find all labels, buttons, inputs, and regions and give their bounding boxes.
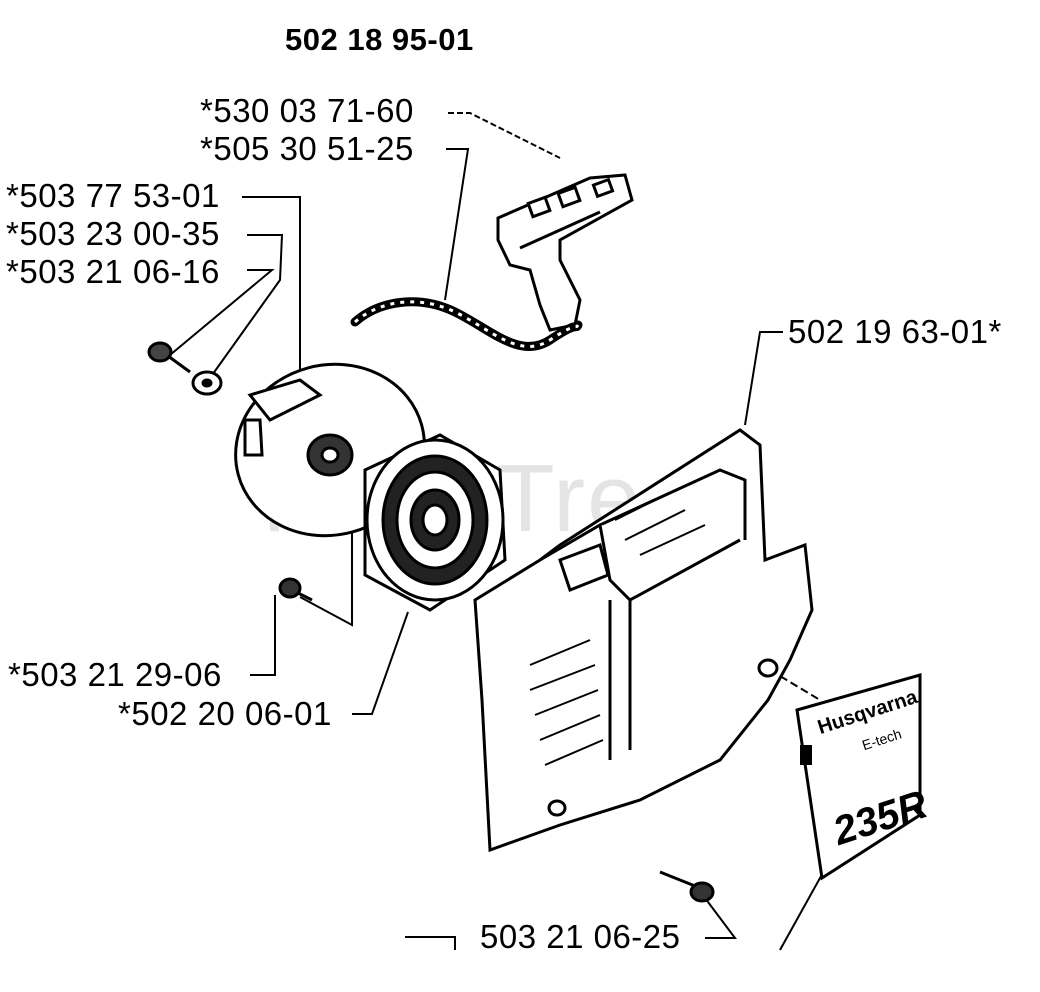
decal-illustration: [795, 673, 922, 881]
leader-center-screw: [169, 269, 275, 356]
label-pulley: *503 77 53-01: [6, 177, 220, 214]
leader-recoil-spring: [352, 611, 409, 715]
center-screw-illustration: [147, 341, 191, 374]
label-handle-grip: *530 03 71-60: [200, 92, 414, 129]
recoil-spring-illustration: [363, 433, 507, 612]
leader-pulley: [242, 196, 301, 395]
leader-starter-housing: [744, 331, 783, 426]
leader-decal-mount: [769, 669, 821, 701]
starter-housing-illustration: [473, 428, 814, 853]
leader-washer: [209, 234, 284, 379]
washer-illustration: [191, 370, 223, 396]
label-center-screw: *503 21 06-16: [6, 253, 220, 290]
label-starter-rope: *505 30 51-25: [200, 130, 414, 167]
leader-lines: [169, 112, 831, 951]
label-housing-screw: *503 21 29-06: [8, 656, 222, 693]
leader-housing-screw: [250, 595, 276, 676]
leader-extra: [405, 936, 456, 950]
leader-starter-rope: [444, 148, 470, 301]
starter-handle-illustration: [496, 173, 634, 332]
leader-housing-screw-axis: [299, 520, 353, 627]
label-decal-screw: 503 21 06-25: [480, 918, 681, 955]
label-recoil-spring: *502 20 06-01: [118, 695, 332, 732]
assembly-number: 502 18 95-01: [285, 22, 474, 57]
leader-decal-screw: [704, 897, 737, 939]
housing-screw-illustration: [278, 577, 313, 602]
label-washer: *503 23 00-35: [6, 215, 220, 252]
leader-handle-grip: [448, 112, 561, 159]
label-starter-housing: 502 19 63-01*: [788, 313, 1002, 350]
starter-rope-illustration: [350, 297, 583, 351]
decal-screw-illustration: [659, 870, 715, 903]
